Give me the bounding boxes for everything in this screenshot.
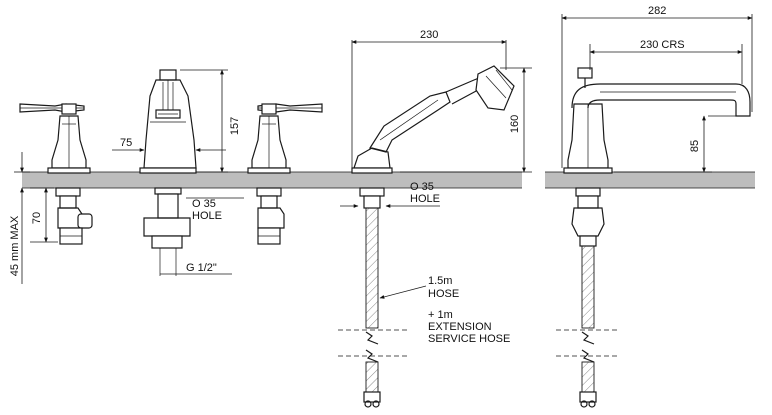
dim-85: 85 bbox=[614, 115, 736, 173]
dim-75: 75 bbox=[112, 137, 226, 152]
dim-70: 70 bbox=[30, 187, 58, 243]
label-hose-length: 1.5m bbox=[428, 275, 452, 287]
dim-45max: 45 mm MAX bbox=[9, 152, 30, 284]
label-230-hand: 230 bbox=[420, 29, 438, 41]
label-extension-length: + 1m bbox=[428, 309, 453, 321]
label-45mm-max: 45 mm MAX bbox=[9, 215, 21, 276]
deck-right bbox=[545, 171, 755, 189]
label-157: 157 bbox=[229, 117, 241, 135]
label-hole-hand: HOLE bbox=[410, 193, 440, 205]
label-hole: HOLE bbox=[192, 210, 222, 222]
label-230-crs: 230 CRS bbox=[640, 39, 685, 51]
label-160: 160 bbox=[509, 115, 521, 133]
label-75: 75 bbox=[120, 137, 132, 149]
dim-230crs: 230 CRS bbox=[589, 39, 743, 84]
hose-label: 1.5m HOSE bbox=[379, 275, 459, 300]
label-extension: EXTENSION bbox=[428, 321, 492, 333]
dim-160: 160 bbox=[400, 67, 532, 173]
hole-label-hand: O 35 HOLE bbox=[340, 181, 440, 208]
dim-157: 157 bbox=[180, 69, 241, 173]
dim-230-hand: 230 bbox=[351, 29, 507, 168]
dim-282: 282 bbox=[561, 5, 753, 168]
label-70: 70 bbox=[31, 212, 43, 224]
thread-label: G 1/2" bbox=[160, 262, 232, 275]
label-service-hose: SERVICE HOSE bbox=[428, 333, 510, 345]
label-hose: HOSE bbox=[428, 288, 459, 300]
label-85: 85 bbox=[689, 140, 701, 152]
centre-spout bbox=[139, 69, 197, 276]
hole-label-left: O 35 HOLE bbox=[186, 197, 244, 222]
side-view-spout bbox=[556, 67, 751, 408]
label-thread: G 1/2" bbox=[186, 262, 217, 274]
label-hole-dia: O 35 bbox=[192, 198, 216, 210]
handshower bbox=[338, 65, 515, 408]
deck-left bbox=[22, 171, 522, 189]
extension-label: + 1m EXTENSION SERVICE HOSE bbox=[428, 309, 510, 345]
left-valve bbox=[19, 103, 93, 245]
label-hole-dia-hand: O 35 bbox=[410, 181, 434, 193]
right-valve bbox=[247, 103, 323, 245]
label-282: 282 bbox=[648, 5, 666, 17]
